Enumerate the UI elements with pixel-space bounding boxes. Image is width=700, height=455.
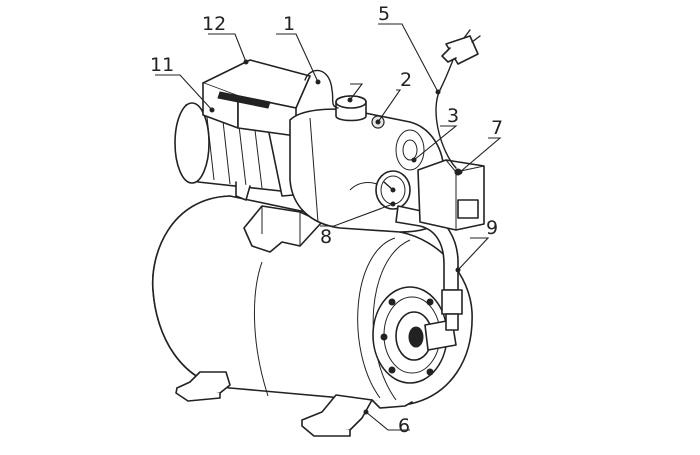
callout-11: 12 <box>202 13 226 35</box>
callout-8: 8 <box>320 226 332 248</box>
callout-5: 5 <box>378 3 390 25</box>
power-cable <box>304 29 481 169</box>
callout-1: 1 <box>283 13 295 35</box>
callout-10: 11 <box>150 54 174 76</box>
pressure-switch <box>417 159 485 231</box>
pump-bracket <box>243 205 323 253</box>
callout-2: 2 <box>400 69 412 91</box>
tank-feet <box>175 371 413 437</box>
callout-7: 7 <box>491 117 503 139</box>
terminal-box <box>202 59 311 137</box>
callout-6: 6 <box>398 415 410 437</box>
leader-lines <box>155 23 502 431</box>
callout-3: 3 <box>447 105 459 127</box>
callout-9: 9 <box>486 217 498 239</box>
callout-numbers: 12 1 5 11 2 3 7 8 9 6 <box>150 3 503 437</box>
